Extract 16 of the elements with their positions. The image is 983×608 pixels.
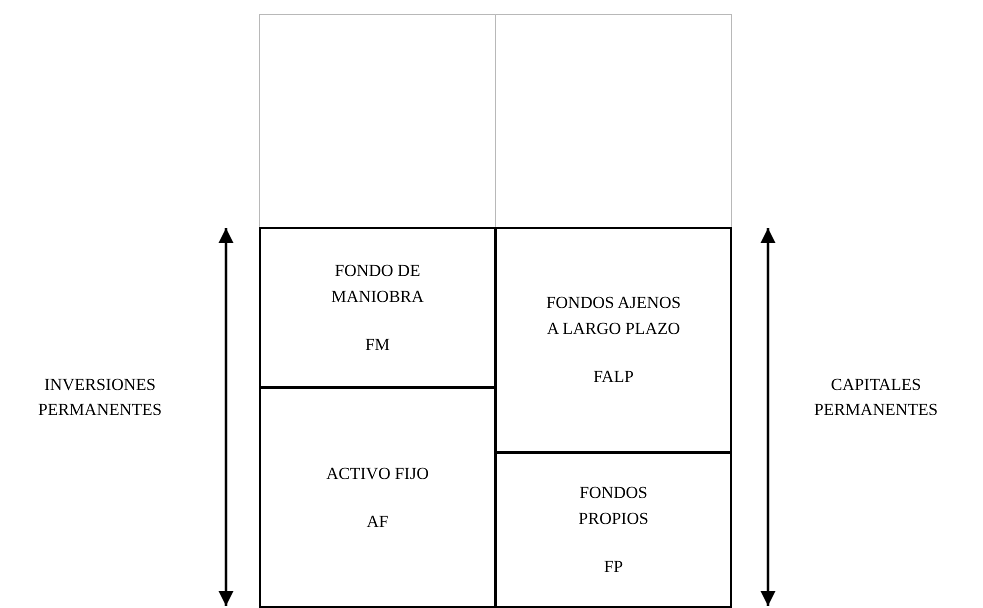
balance-block [495,452,732,608]
empty-box [259,14,496,228]
abbreviation: AF [366,510,388,532]
balance-block [259,227,496,388]
range-label: CAPITALES PERMANENTES [813,374,939,421]
abbreviation: FP [604,556,623,578]
balance-block [495,227,732,453]
abbreviation: FALP [593,366,634,388]
block-title: FONDOS PROPIOS [578,482,650,530]
range-label: INVERSIONES PERMANENTES [37,374,163,421]
abbreviation: FM [365,334,390,356]
balance-block [259,387,496,608]
empty-box [495,14,732,228]
block-title: FONDOS AJENOS A LARGO PLAZO [545,292,682,340]
block-title: FONDO DE MANIOBRA [330,260,425,308]
block-title: ACTIVO FIJO [326,462,429,484]
